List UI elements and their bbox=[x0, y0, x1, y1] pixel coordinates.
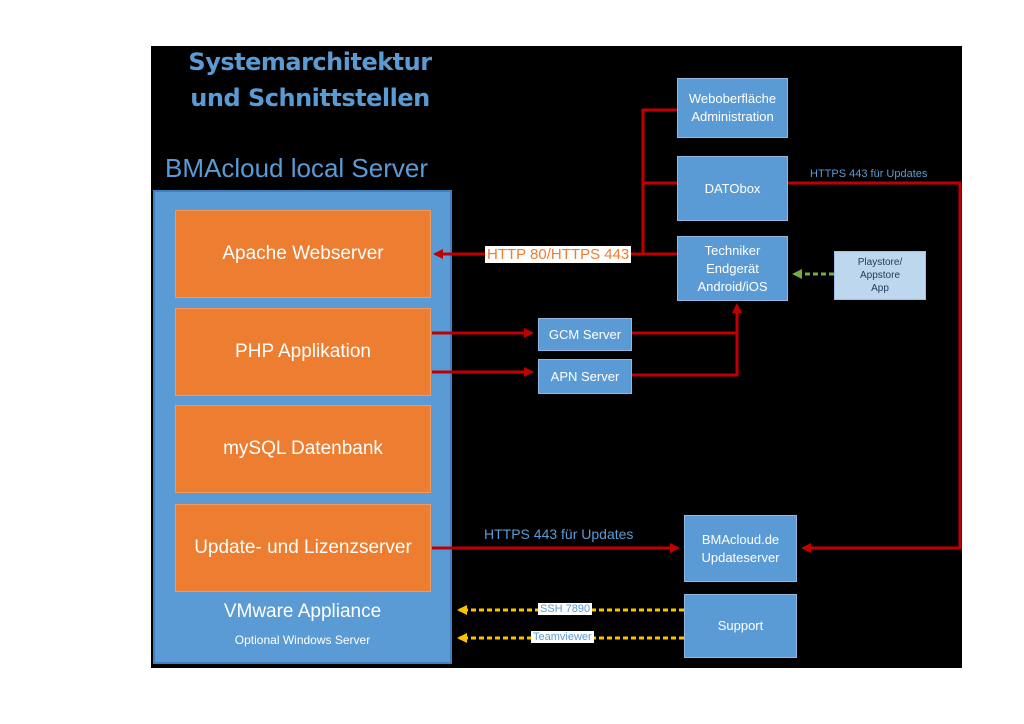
label-https-updates-datobox: HTTPS 443 für Updates bbox=[810, 168, 928, 180]
node-apn-server: APN Server bbox=[538, 359, 632, 394]
line-weboberflaeche-trunk bbox=[641, 108, 677, 254]
server-appliance-sublabel: Optional Windows Server bbox=[234, 633, 371, 647]
node-playstore-appstore: Playstore/ Appstore App bbox=[834, 251, 926, 300]
node-updateserver-label: BMAcloud.de Updateserver bbox=[701, 531, 780, 565]
node-datobox-label: DATObox bbox=[704, 180, 761, 196]
node-gcm-label: GCM Server bbox=[548, 326, 622, 342]
label-ssh-port: SSH 7890 bbox=[538, 603, 593, 615]
node-gcm-server: GCM Server bbox=[538, 318, 632, 351]
server-appliance-label: VMware Appliance bbox=[223, 601, 382, 622]
arrow-apn-to-device bbox=[632, 303, 742, 377]
node-techniker-label: Techniker Endgerät Android/iOS bbox=[697, 242, 768, 294]
node-techniker-endgeraet: Techniker Endgerät Android/iOS bbox=[677, 236, 788, 301]
label-https-updates-update: HTTPS 443 für Updates bbox=[484, 526, 634, 542]
node-weboberflaeche-label: Weboberfläche Administration bbox=[688, 91, 777, 124]
server-title: BMAcloud local Server bbox=[165, 153, 428, 183]
layer-apache-webserver: Apache Webserver bbox=[175, 210, 431, 298]
arrow-datobox-to-bmacloud bbox=[788, 181, 962, 553]
node-apn-label: APN Server bbox=[550, 368, 620, 384]
node-support-label: Support bbox=[717, 618, 764, 633]
node-weboberflaeche: Weboberfläche Administration bbox=[677, 78, 788, 138]
layer-php-applikation: PHP Applikation bbox=[175, 308, 431, 396]
diagram-title: Systemarchitektur und Schnittstellen bbox=[188, 48, 432, 112]
node-support: Support bbox=[684, 594, 797, 658]
node-datobox: DATObox bbox=[677, 156, 788, 221]
layer-update-lizenzserver: Update- und Lizenzserver bbox=[175, 504, 431, 592]
node-store-label: Playstore/ Appstore App bbox=[857, 257, 903, 294]
node-bmacloud-updateserver: BMAcloud.de Updateserver bbox=[684, 515, 797, 582]
layer-mysql-datenbank: mySQL Datenbank bbox=[175, 405, 431, 493]
label-http-ports: HTTP 80/HTTPS 443 bbox=[485, 246, 632, 263]
label-teamviewer: Teamviewer bbox=[531, 631, 594, 643]
